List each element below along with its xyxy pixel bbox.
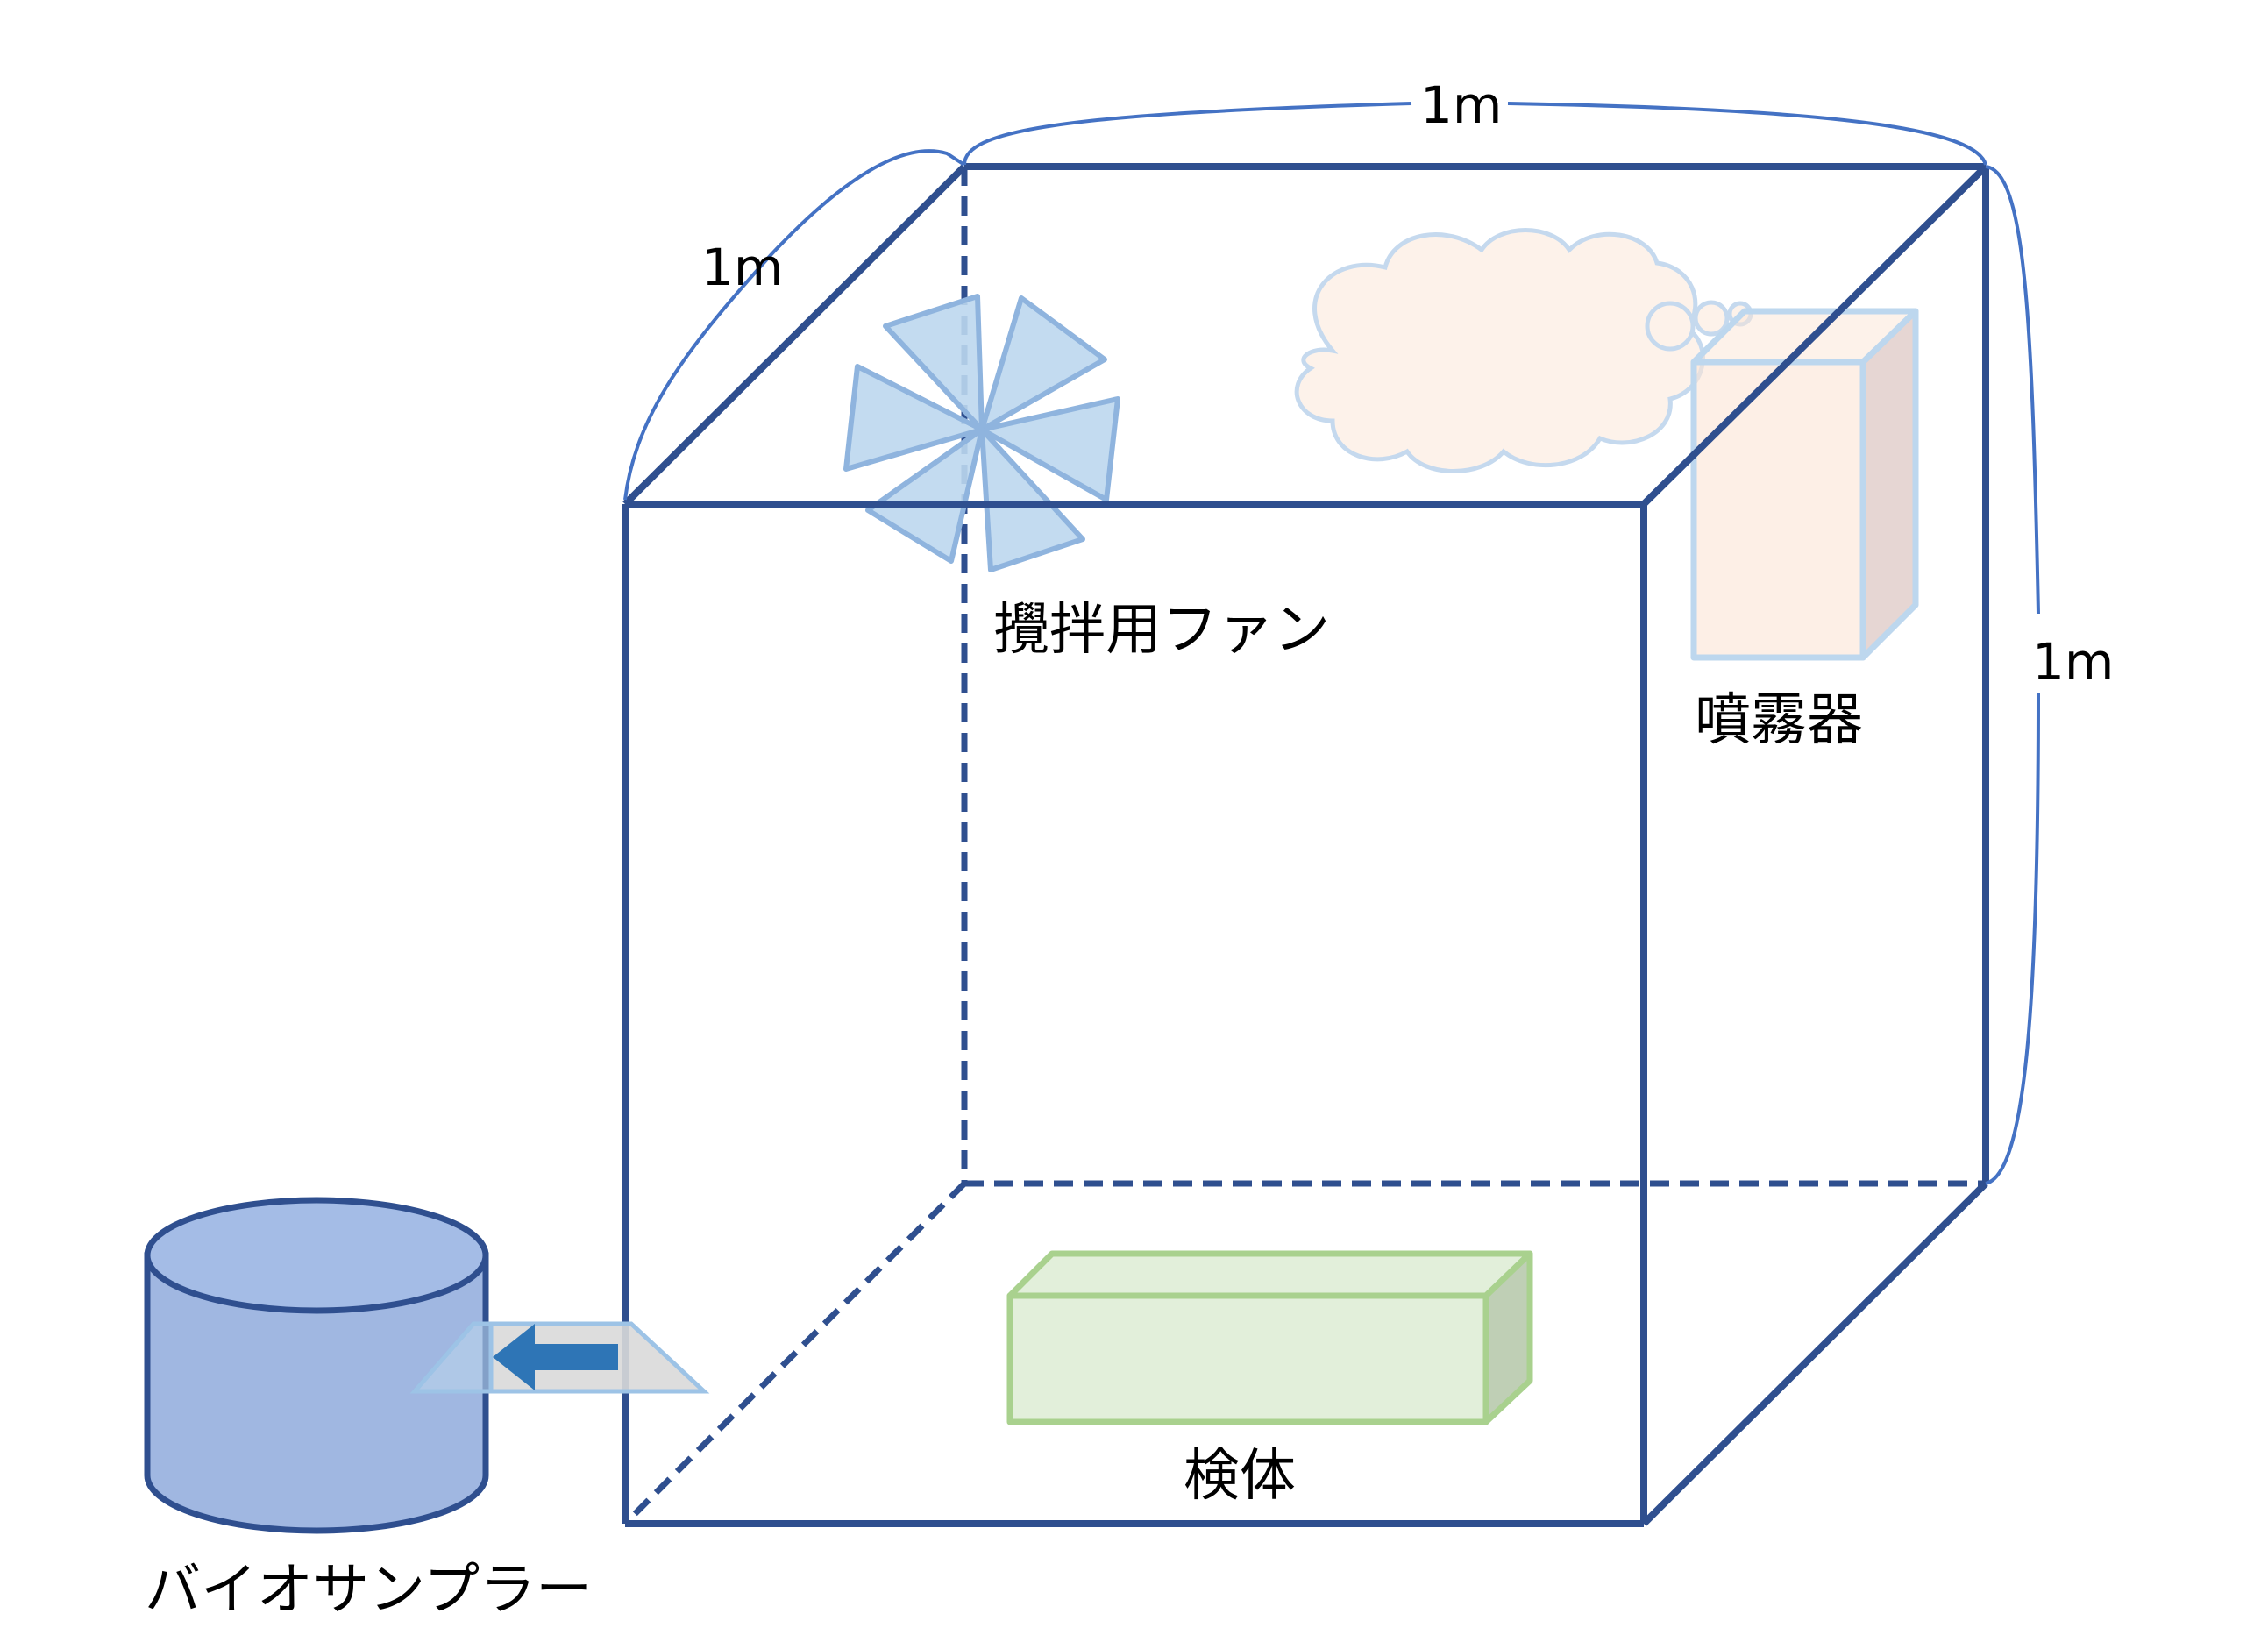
cube-visible-edges <box>622 163 1989 1527</box>
depth-dimension-label: 1m <box>701 238 783 297</box>
biosampler-label: バイオサンプラー <box>145 1558 592 1623</box>
airflow-arrow-icon <box>493 1324 618 1390</box>
sprayer-label: 噴霧器 <box>1695 688 1863 753</box>
stirring-fan <box>843 294 1120 572</box>
duct-front <box>409 1321 494 1394</box>
width-dimension-curve <box>963 102 1987 166</box>
depth-dimension-curve <box>623 149 966 501</box>
width-dimension-label: 1m <box>1420 75 1502 135</box>
cube-hidden-edges <box>622 167 1986 1526</box>
height-dimension-label: 1m <box>2032 632 2114 692</box>
biosampler-cylinder <box>144 1197 489 1534</box>
dimension-lines <box>623 102 2040 1185</box>
specimen-label: 検体 <box>1184 1444 1296 1509</box>
spray-cloud <box>1294 228 1753 473</box>
sprayer-device <box>1690 308 1919 661</box>
fan-label: 攪拌用ファン <box>993 598 1330 663</box>
specimen-box <box>1006 1250 1533 1425</box>
height-dimension-curve <box>1985 165 2040 1185</box>
